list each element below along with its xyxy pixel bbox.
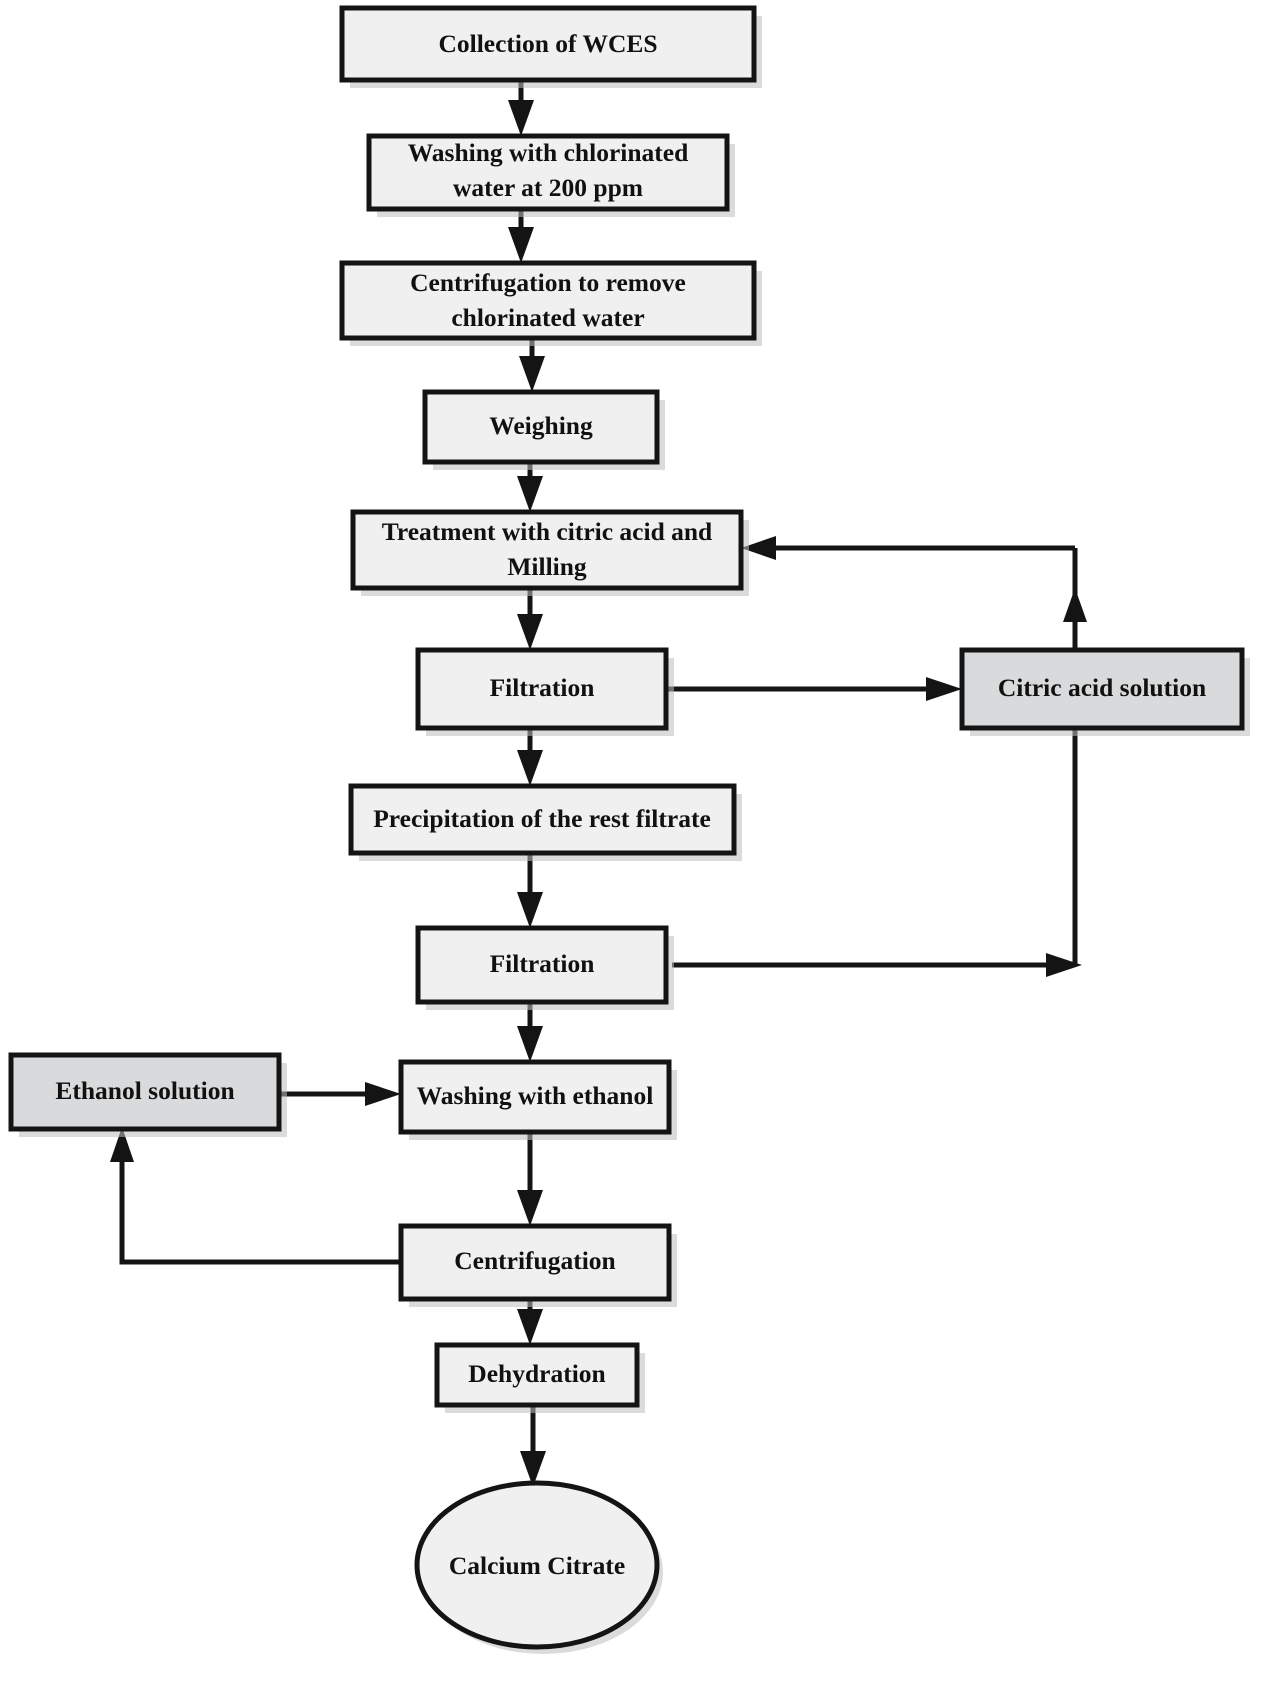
node-label-treatment-line2: Milling bbox=[507, 552, 587, 581]
arrow-head-citric-to-treatment bbox=[741, 536, 776, 560]
node-treatment[interactable]: Treatment with citric acid and Milling bbox=[350, 509, 749, 596]
node-label-treatment-line1: Treatment with citric acid and bbox=[382, 517, 713, 546]
arrow-head-precipitation-filtration2 bbox=[517, 892, 543, 928]
node-precipitation[interactable]: Precipitation of the rest filtrate bbox=[348, 783, 742, 861]
node-ethanol-solution[interactable]: Ethanol solution bbox=[8, 1052, 287, 1137]
node-filtration-2[interactable]: Filtration bbox=[415, 925, 674, 1010]
node-centrifugation-1[interactable]: Centrifugation to remove chlorinated wat… bbox=[339, 260, 762, 346]
arrow-head-filtration1-precipitation bbox=[517, 750, 543, 786]
arrow-head-centrifugation2-dehydration bbox=[517, 1309, 543, 1345]
node-label-centrifugation1-line2: chlorinated water bbox=[451, 303, 644, 332]
arrow-head-washing-centrifugation1 bbox=[508, 227, 534, 263]
node-label-calcium-citrate: Calcium Citrate bbox=[449, 1551, 625, 1580]
connector-layer bbox=[110, 80, 1087, 1487]
node-label-ethanol-solution: Ethanol solution bbox=[55, 1076, 234, 1105]
node-filtration-1[interactable]: Filtration bbox=[415, 647, 674, 736]
node-rect bbox=[8, 1052, 282, 1132]
node-rect bbox=[422, 389, 660, 465]
node-rect bbox=[434, 1342, 640, 1408]
node-rect bbox=[350, 509, 744, 591]
node-rect bbox=[366, 133, 730, 212]
node-label-washing-line2: water at 200 ppm bbox=[453, 173, 643, 202]
node-rect bbox=[348, 783, 737, 856]
node-label-dehydration: Dehydration bbox=[468, 1359, 605, 1388]
arrow-head-centrifugation1-weighing bbox=[519, 356, 545, 392]
node-rect bbox=[398, 1223, 672, 1302]
connector-centrifugation2-to-ethanol bbox=[119, 1142, 401, 1265]
node-dehydration[interactable]: Dehydration bbox=[434, 1342, 645, 1413]
node-rect bbox=[339, 260, 757, 341]
node-rect bbox=[415, 647, 669, 731]
node-label-weighing: Weighing bbox=[489, 411, 593, 440]
node-label-collection: Collection of WCES bbox=[438, 29, 657, 58]
node-calcium-citrate[interactable]: Calcium Citrate bbox=[414, 1480, 663, 1654]
node-citric-acid-solution[interactable]: Citric acid solution bbox=[959, 647, 1250, 736]
node-washing-chlorinated[interactable]: Washing with chlorinated water at 200 pp… bbox=[366, 133, 735, 217]
arrow-head-citric-riser bbox=[1063, 588, 1087, 622]
node-ellipse bbox=[414, 1480, 660, 1650]
arrow-head-weighing-treatment bbox=[517, 476, 543, 512]
arrow-head-dehydration-calciumcitrate bbox=[520, 1451, 546, 1487]
node-label-filtration1: Filtration bbox=[490, 673, 595, 702]
arrow-head-collection-washing bbox=[508, 100, 534, 136]
node-collection[interactable]: Collection of WCES bbox=[339, 5, 762, 88]
node-label-citric-acid-solution: Citric acid solution bbox=[998, 673, 1206, 702]
node-label-precipitation: Precipitation of the rest filtrate bbox=[373, 804, 711, 833]
node-label-centrifugation1-line1: Centrifugation to remove bbox=[410, 268, 686, 297]
node-label-centrifugation2: Centrifugation bbox=[454, 1246, 616, 1275]
arrow-head-centrifugation2-to-ethanol bbox=[110, 1127, 134, 1162]
arrow-head-washingethanol-centrifugation2 bbox=[517, 1190, 543, 1226]
node-rect bbox=[415, 925, 669, 1005]
node-rect bbox=[339, 5, 757, 83]
node-centrifugation-2[interactable]: Centrifugation bbox=[398, 1223, 677, 1307]
node-label-washing-line1: Washing with chlorinated bbox=[408, 138, 689, 167]
node-washing-ethanol[interactable]: Washing with ethanol bbox=[398, 1059, 677, 1140]
arrow-head-treatment-filtration1 bbox=[517, 614, 543, 650]
node-layer: Collection of WCES Washing with chlorina… bbox=[8, 5, 1250, 1654]
arrow-head-ethanol-washingethanol bbox=[365, 1082, 401, 1106]
node-label-washing-ethanol: Washing with ethanol bbox=[417, 1081, 654, 1110]
node-rect bbox=[959, 647, 1245, 731]
node-label-filtration2: Filtration bbox=[490, 949, 595, 978]
arrow-head-filtration2-washingethanol bbox=[517, 1026, 543, 1062]
arrow-head-filtration1-citric bbox=[926, 677, 962, 701]
node-rect bbox=[398, 1059, 672, 1135]
arrow-head-filtration2-right bbox=[1046, 953, 1082, 977]
node-weighing[interactable]: Weighing bbox=[422, 389, 665, 470]
